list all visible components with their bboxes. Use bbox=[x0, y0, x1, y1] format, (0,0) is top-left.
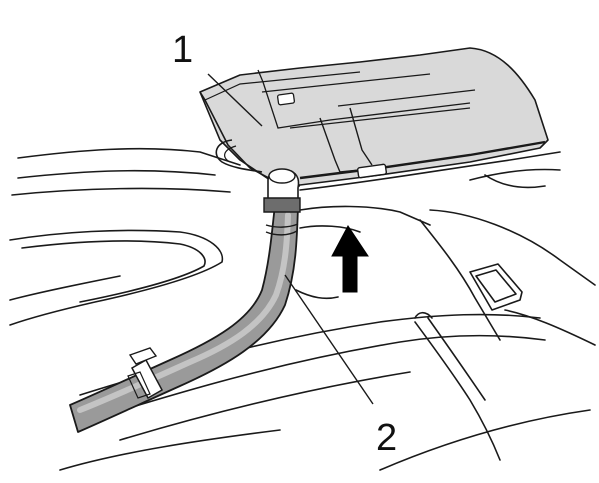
vehicle-body-outlines bbox=[9, 147, 596, 471]
callout-label-2: 2 bbox=[376, 417, 397, 459]
callout-leaders bbox=[207, 73, 374, 405]
up-arrow-icon bbox=[331, 225, 369, 293]
leader-line-2 bbox=[284, 274, 374, 405]
callout-label-1: 1 bbox=[172, 29, 193, 71]
hose bbox=[69, 168, 301, 433]
upper-panel bbox=[199, 47, 549, 187]
leader-line-1 bbox=[207, 73, 263, 127]
